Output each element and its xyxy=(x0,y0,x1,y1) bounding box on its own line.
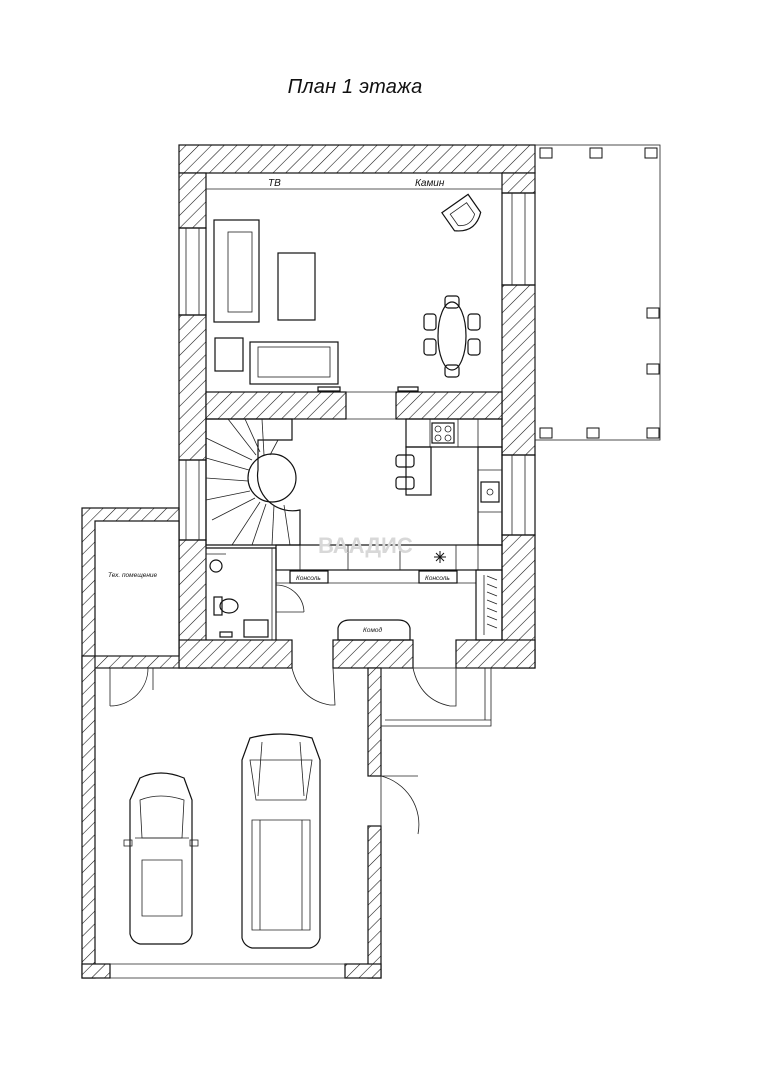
sink xyxy=(480,481,500,503)
console-right-label: Консоль xyxy=(425,575,450,582)
wardrobe xyxy=(475,569,503,641)
living-room: ТВ Камин xyxy=(206,178,502,392)
bar-counter xyxy=(405,446,432,496)
console-right xyxy=(418,570,458,584)
watermark: ВААДИС xyxy=(318,533,413,558)
garage-walls xyxy=(81,655,492,979)
console-left-label: Консоль xyxy=(296,575,321,582)
bar-stool xyxy=(395,454,415,468)
fan-icon xyxy=(434,551,446,563)
coffee-table xyxy=(277,252,316,321)
armchair xyxy=(441,193,482,232)
bar-stool xyxy=(395,476,415,490)
dresser xyxy=(337,619,411,641)
tv-label: ТВ xyxy=(268,178,281,189)
tech-room-label: Тех. помещение xyxy=(108,572,158,579)
ottoman xyxy=(214,337,244,372)
plan-title: План 1 этажа xyxy=(287,76,423,98)
house-walls xyxy=(178,144,536,669)
fireplace-label: Камин xyxy=(415,178,445,189)
console-left xyxy=(289,570,329,584)
doors xyxy=(109,667,457,835)
staircase xyxy=(205,418,301,546)
bathroom xyxy=(206,547,305,640)
kitchen: ВААДИС xyxy=(275,418,503,571)
wash-basin xyxy=(209,559,223,573)
sofa-bottom xyxy=(249,341,339,385)
terrace xyxy=(534,144,661,441)
sofa xyxy=(213,219,260,323)
car-suv xyxy=(241,733,321,949)
dining-table xyxy=(423,295,481,378)
hallway: Консоль Консоль Комод xyxy=(276,569,503,641)
car-sedan xyxy=(123,772,199,945)
shower xyxy=(243,619,269,638)
tech-room: Тех. помещение xyxy=(81,507,180,669)
dresser-label: Комод xyxy=(363,626,383,634)
toilet xyxy=(213,596,223,616)
cooktop xyxy=(431,422,455,444)
